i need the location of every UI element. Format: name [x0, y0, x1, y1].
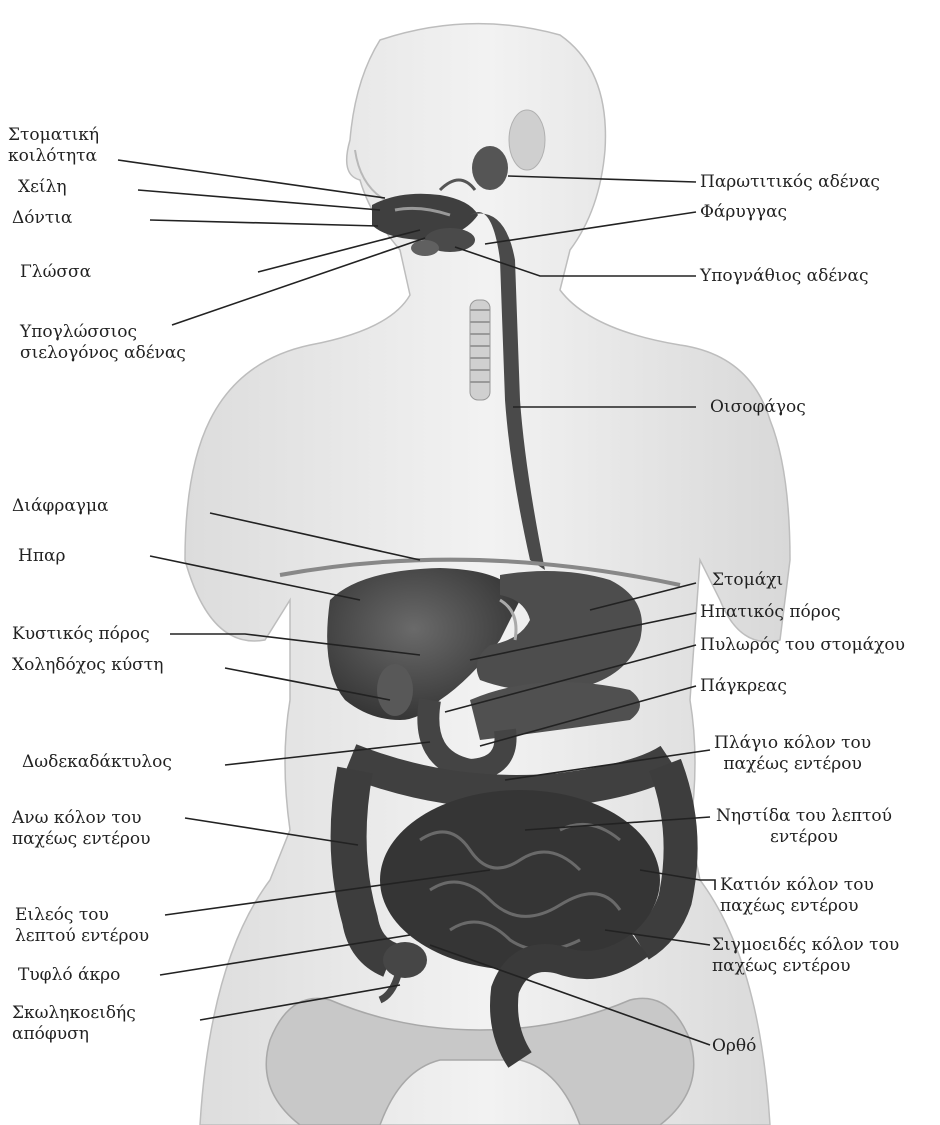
label-gallbladder-text: Χοληδόχος κύστη [12, 655, 163, 676]
label-cystic-duct-text: Κυστικός πόρος [12, 624, 150, 645]
label-jejunum-line1: Νηστίδα του λεπτού [716, 806, 892, 827]
label-pancreas: Πάγκρεας [700, 676, 787, 697]
label-transverse-colon-line2: παχέως εντέρου [714, 754, 871, 775]
label-ileum-line1: Ειλεός του [15, 905, 149, 926]
label-ileum-line2: λεπτού εντέρου [15, 926, 149, 947]
label-oral-cavity-line2: κοιλότητα [8, 146, 99, 167]
label-cystic-duct: Κυστικός πόρος [12, 624, 150, 645]
label-sigmoid-colon: Σιγμοειδές κόλον του παχέως εντέρου [712, 935, 899, 977]
label-pylorus: Πυλωρός του στομάχου [700, 635, 905, 656]
label-pancreas-text: Πάγκρεας [700, 676, 787, 697]
label-liver: Ηπαρ [18, 546, 65, 567]
label-appendix-line1: Σκωληκοειδής [12, 1003, 136, 1024]
label-parotid-gland: Παρωτιτικός αδένας [700, 172, 880, 193]
label-appendix-line2: απόφυση [12, 1024, 136, 1045]
label-teeth-text: Δόντια [12, 208, 72, 229]
label-descending-colon: Κατιόν κόλον του παχέως εντέρου [720, 875, 874, 917]
label-jejunum-line2: εντέρου [716, 827, 892, 848]
label-tongue: Γλώσσα [20, 262, 91, 283]
label-pharynx: Φάρυγγας [700, 202, 787, 223]
label-oral-cavity-line1: Στοματική [8, 125, 99, 146]
label-teeth: Δόντια [12, 208, 72, 229]
label-duodenum-text: Δωδεκαδάκτυλος [22, 752, 172, 773]
gallbladder-shape [377, 664, 413, 716]
label-stomach: Στομάχι [712, 570, 783, 591]
label-rectum-text: Ορθό [712, 1036, 756, 1057]
label-hepatic-duct: Ηπατικός πόρος [700, 602, 841, 623]
label-oral-cavity: Στοματική κοιλότητα [8, 125, 99, 167]
label-esophagus: Οισοφάγος [710, 397, 806, 418]
label-hepatic-duct-text: Ηπατικός πόρος [700, 602, 841, 623]
label-ascending-colon-line2: παχέως εντέρου [12, 829, 150, 850]
label-sublingual-line1: Υπογλώσσιος [20, 322, 186, 343]
label-submandibular-text: Υπογνάθιος αδένας [700, 266, 869, 287]
label-diaphragm: Διάφραγμα [12, 496, 109, 517]
label-sigmoid-colon-line2: παχέως εντέρου [712, 956, 899, 977]
label-descending-colon-line2: παχέως εντέρου [720, 896, 874, 917]
label-ascending-colon-line1: Ανω κόλον του [12, 808, 150, 829]
label-sigmoid-colon-line1: Σιγμοειδές κόλον του [712, 935, 899, 956]
label-ascending-colon: Ανω κόλον του παχέως εντέρου [12, 808, 150, 850]
cecum-shape [383, 942, 427, 978]
label-gallbladder: Χοληδόχος κύστη [12, 655, 163, 676]
label-transverse-colon: Πλάγιο κόλον του παχέως εντέρου [714, 733, 871, 775]
label-cecum: Τυφλό άκρο [18, 965, 120, 986]
label-descending-colon-line1: Κατιόν κόλον του [720, 875, 874, 896]
label-sublingual-line2: σιελογόνος αδένας [20, 343, 186, 364]
label-esophagus-text: Οισοφάγος [710, 397, 806, 418]
label-stomach-text: Στομάχι [712, 570, 783, 591]
label-lips: Χείλη [18, 177, 67, 198]
label-liver-text: Ηπαρ [18, 546, 65, 567]
label-duodenum: Δωδεκαδάκτυλος [22, 752, 172, 773]
label-diaphragm-text: Διάφραγμα [12, 496, 109, 517]
label-parotid-text: Παρωτιτικός αδένας [700, 172, 880, 193]
label-pharynx-text: Φάρυγγας [700, 202, 787, 223]
label-sublingual-gland: Υπογλώσσιος σιελογόνος αδένας [20, 322, 186, 364]
label-ileum: Ειλεός του λεπτού εντέρου [15, 905, 149, 947]
label-pylorus-text: Πυλωρός του στομάχου [700, 635, 905, 656]
label-cecum-text: Τυφλό άκρο [18, 965, 120, 986]
label-tongue-text: Γλώσσα [20, 262, 91, 283]
label-jejunum: Νηστίδα του λεπτού εντέρου [716, 806, 892, 848]
label-appendix: Σκωληκοειδής απόφυση [12, 1003, 136, 1045]
label-rectum: Ορθό [712, 1036, 756, 1057]
parotid-gland-shape [472, 146, 508, 190]
label-transverse-colon-line1: Πλάγιο κόλον του [714, 733, 871, 754]
label-submandibular-gland: Υπογνάθιος αδένας [700, 266, 869, 287]
label-lips-text: Χείλη [18, 177, 67, 198]
